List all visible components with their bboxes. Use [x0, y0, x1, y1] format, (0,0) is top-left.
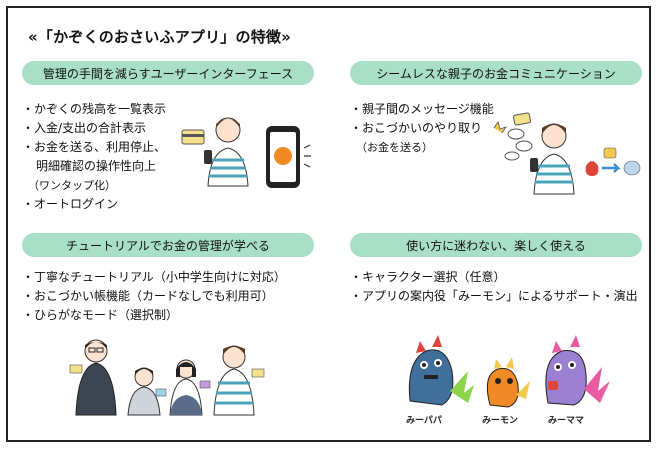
list-item: ・アプリの案内役「みーモン」によるサポート・演出 — [350, 289, 638, 303]
list-item: ・かぞくの残高を一覧表示 — [22, 102, 167, 116]
section-heading-fun: 使い方に迷わない、楽しく使える — [350, 233, 642, 257]
list-item: ・親子間のメッセージ機能 — [350, 102, 494, 116]
character-label-mon: みーモン — [482, 416, 519, 426]
section-list-fun: ・キャラクター選択（任意） ・アプリの案内役「みーモン」によるサポート・演出 — [350, 268, 638, 306]
title-app-name: かぞくのおさいふアプリ — [53, 28, 221, 46]
section-heading-tutorial: チュートリアルでお金の管理が学べる — [22, 233, 314, 257]
section-list-tutorial: ・丁寧なチュートリアル（小中学生向けに対応） ・おこづかい帳機能（カードなしでも… — [22, 268, 286, 325]
list-item: ・キャラクター選択（任意） — [350, 270, 506, 284]
title-prefix: «「 — [28, 28, 54, 46]
list-item: ・オートログイン — [22, 197, 119, 211]
list-item: ・丁寧なチュートリアル（小中学生向けに対応） — [22, 270, 286, 284]
character-label-mama: みーママ — [548, 416, 585, 426]
character-label-papa: みーパパ — [406, 416, 442, 426]
list-item: ・入金/支出の合計表示 — [22, 121, 147, 135]
section-list-ui: ・かぞくの残高を一覧表示 ・入金/支出の合計表示 ・お金を送る、利用停止、 明細… — [22, 100, 166, 214]
family-communication-illustration — [493, 112, 641, 195]
list-item: ・ひらがなモード（選択制） — [22, 308, 179, 322]
mascot-characters-illustration — [408, 335, 610, 408]
section-heading-communication: シームレスな親子のお金コミュニケーション — [350, 61, 642, 85]
list-item: ・お金を送る、利用停止、 — [22, 140, 167, 154]
list-item: 明細確認の操作性向上 — [36, 159, 157, 173]
list-item: ・おこづかいのやり取り — [350, 121, 483, 135]
mother-phone-illustration — [181, 117, 311, 188]
feature-panel: «「かぞくのおさいふアプリ」の特徴» 管理の手間を減らすユーザーインターフェース… — [6, 6, 651, 442]
title-suffix: 」の特徴» — [220, 28, 291, 46]
section-list-communication: ・親子間のメッセージ機能 ・おこづかいのやり取り （お金を送る） — [350, 100, 494, 157]
list-item: （お金を送る） — [356, 141, 433, 154]
section-heading-ui: 管理の手間を減らすユーザーインターフェース — [22, 61, 314, 85]
page-title: «「かぞくのおさいふアプリ」の特徴» — [28, 26, 291, 47]
list-item: ・おこづかい帳機能（カードなしでも利用可） — [22, 289, 274, 303]
family-cards-illustration — [69, 339, 265, 416]
list-item: （ワンタップ化） — [28, 179, 116, 192]
